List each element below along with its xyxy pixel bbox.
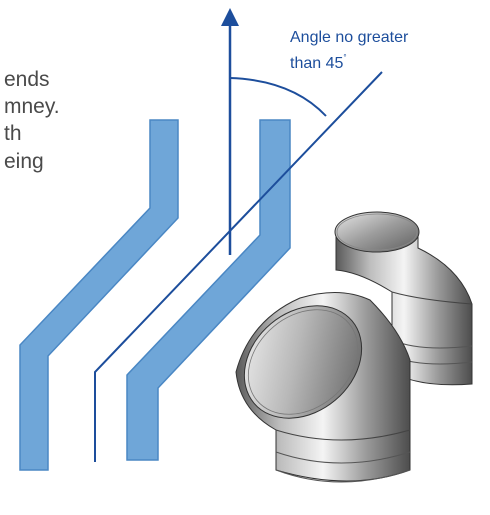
angle-value: than 45 bbox=[290, 55, 344, 72]
angle-label-line-1: Angle no greater bbox=[290, 29, 409, 46]
body-text-line-2: mney. bbox=[4, 95, 60, 118]
flue-wall-left bbox=[19, 119, 179, 471]
degree-mark: ° bbox=[343, 53, 347, 62]
angle-label-line-2: than 45° bbox=[290, 48, 347, 74]
body-text-line-3: th bbox=[4, 122, 22, 145]
arrow-head-icon bbox=[221, 8, 239, 26]
steel-elbow-back bbox=[334, 211, 473, 386]
body-text-line-1: ends bbox=[4, 68, 50, 91]
body-text-line-4: eing bbox=[4, 150, 44, 173]
flue-centre-line bbox=[94, 71, 383, 462]
angle-arc bbox=[229, 77, 327, 117]
steel-elbow-front bbox=[235, 291, 411, 483]
flue-wall-right bbox=[126, 119, 291, 461]
